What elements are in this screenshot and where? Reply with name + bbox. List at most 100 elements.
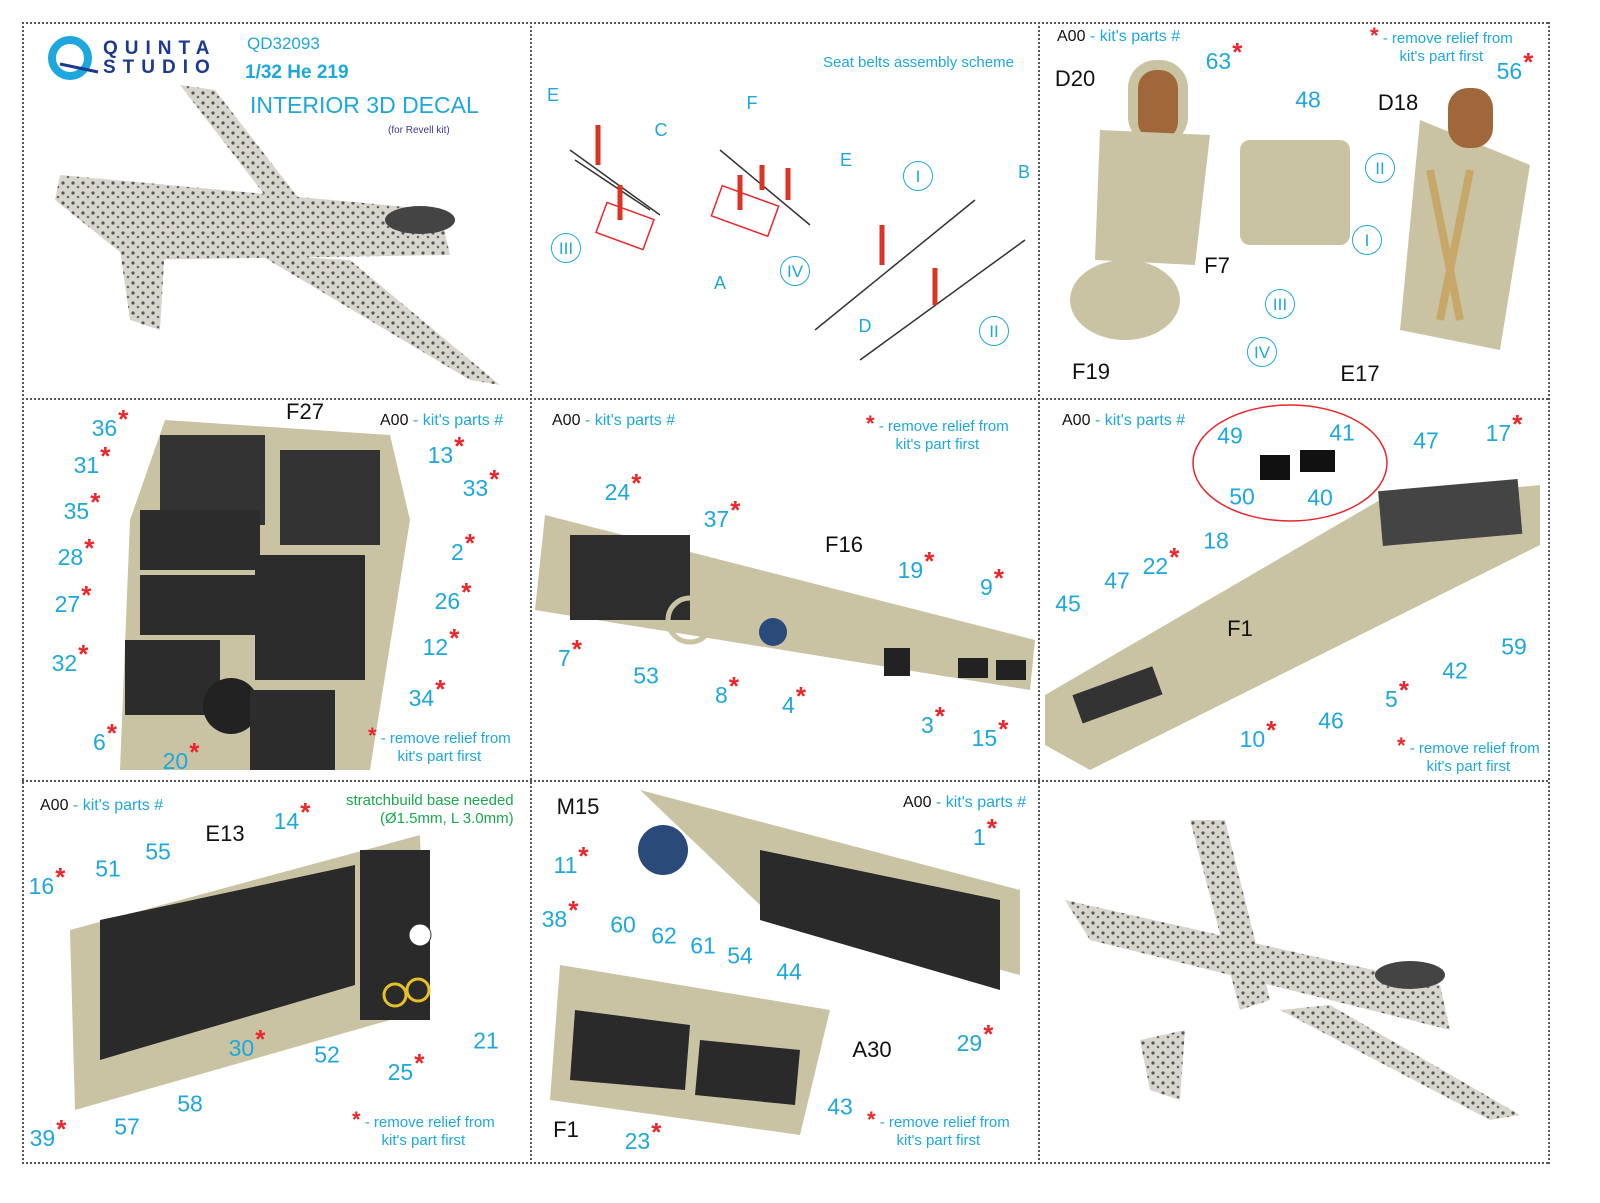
label-text: 12 <box>422 634 449 660</box>
label-text: F <box>746 93 758 113</box>
remove-relief-asterisk: * <box>1232 37 1243 67</box>
model-name: 1/32 He 219 <box>245 62 349 83</box>
decal-number-18: 18 <box>1203 529 1229 553</box>
decal-number-51: 51 <box>95 855 121 882</box>
label-text: D18 <box>1377 90 1419 115</box>
label-text: 16 <box>28 873 55 899</box>
label-text: 14 <box>273 808 300 834</box>
belt-letter-a: A <box>714 274 726 292</box>
part-label-d20: D20 <box>1055 68 1095 90</box>
decal-number-47: 47 <box>1413 429 1439 453</box>
remove-relief-asterisk: * <box>571 634 582 664</box>
label-text: 53 <box>633 662 659 689</box>
label-text: M15 <box>556 794 600 819</box>
label-text: 60 <box>610 911 636 938</box>
label-text: 35 <box>63 498 90 524</box>
decal-number-41: 41 <box>1329 419 1355 446</box>
decal-number-16: 16* <box>28 864 66 899</box>
remove-relief-asterisk: * <box>998 714 1009 744</box>
label-text: III <box>558 238 574 258</box>
kit-parts-header: A00 - kit's parts # <box>1062 412 1186 429</box>
brand-name-line1: QUINTA <box>103 38 217 59</box>
decal-number-38: 38* <box>542 897 579 931</box>
label-text: 1 <box>973 824 986 850</box>
remove-relief-asterisk: * <box>568 895 579 925</box>
remove-relief-asterisk: * <box>55 862 66 892</box>
grid-border <box>1548 22 1550 1164</box>
label-text: 17 <box>1485 420 1512 446</box>
decal-number-61: 61 <box>690 932 716 959</box>
label-text: IV <box>786 261 804 281</box>
label-text: 58 <box>177 1090 203 1117</box>
decal-number-8: 8* <box>715 673 739 707</box>
kit-parts-header: A00 - kit's parts # <box>552 412 676 429</box>
decal-number-39: 39* <box>30 1116 67 1150</box>
kit-parts-header: A00 - kit's parts # <box>1057 28 1181 45</box>
label-text: 6 <box>93 729 106 755</box>
grid-divider <box>22 780 1548 782</box>
label-text: 36 <box>91 415 118 441</box>
rear-panel-illustration <box>70 835 432 1110</box>
label-text: 21 <box>473 1027 499 1054</box>
decal-number-1: 1* <box>973 815 997 850</box>
decal-number-5: 5* <box>1385 677 1409 711</box>
label-text: D <box>858 316 872 336</box>
part-label-f27: F27 <box>286 401 324 423</box>
decal-number-3: 3* <box>921 703 945 737</box>
decal-number-30: 30* <box>229 1026 266 1060</box>
label-text: 9 <box>980 574 993 600</box>
label-text: 59 <box>1501 633 1527 660</box>
remove-relief-asterisk: * <box>986 813 997 843</box>
quinta-logo-icon <box>48 36 99 80</box>
decal-number-36: 36* <box>91 406 129 441</box>
label-text: 20 <box>162 748 189 774</box>
label-text: F27 <box>286 399 324 424</box>
decal-number-11: 11* <box>553 843 588 877</box>
grid-divider <box>1038 22 1040 1164</box>
decal-number-4: 4* <box>782 683 806 717</box>
grid-border <box>22 22 1548 24</box>
decal-number-60: 60 <box>610 911 636 938</box>
label-text: 61 <box>690 932 716 959</box>
decal-number-24: 24* <box>605 470 642 504</box>
label-text: III <box>1272 294 1288 314</box>
decal-number-33: 33* <box>462 466 500 501</box>
remove-relief-asterisk: * <box>934 701 945 731</box>
kit-parts-header: A00 - kit's parts # <box>380 412 504 429</box>
remove-relief-asterisk: * <box>118 404 129 434</box>
belt-letter-d: D <box>859 317 872 335</box>
label-text: F19 <box>1072 359 1110 384</box>
label-text: 22 <box>1142 553 1169 579</box>
kit-note: (for Revell kit) <box>388 125 450 136</box>
seat-belt-diagram <box>569 125 1026 361</box>
label-text: 43 <box>827 1093 853 1120</box>
decal-number-15: 15* <box>972 716 1009 750</box>
decal-number-40: 40 <box>1307 484 1333 511</box>
label-text: 63 <box>1205 48 1232 74</box>
label-text: 10 <box>1239 726 1266 752</box>
grid-border <box>22 1162 1548 1164</box>
label-text: 40 <box>1307 484 1333 511</box>
label-text: 55 <box>145 838 171 865</box>
grid-divider <box>530 22 532 1164</box>
decal-number-62: 62 <box>651 924 677 948</box>
seat-belts-title: Seat belts assembly scheme <box>823 54 1014 71</box>
part-label-f19: F19 <box>1072 361 1110 383</box>
label-text: F1 <box>1227 616 1253 641</box>
decal-number-34: 34* <box>409 676 446 710</box>
label-text: 49 <box>1217 422 1243 449</box>
label-text: B <box>1017 162 1031 182</box>
label-text: F1 <box>553 1117 579 1142</box>
label-text: E <box>839 150 853 170</box>
label-text: 51 <box>95 855 121 882</box>
label-text: 33 <box>462 475 489 501</box>
label-text: 41 <box>1329 419 1355 446</box>
decal-number-22: 22* <box>1142 544 1180 579</box>
label-text: IV <box>1253 342 1271 362</box>
remove-relief-asterisk: * <box>1512 409 1523 439</box>
remove-relief-asterisk: * <box>1398 675 1409 705</box>
